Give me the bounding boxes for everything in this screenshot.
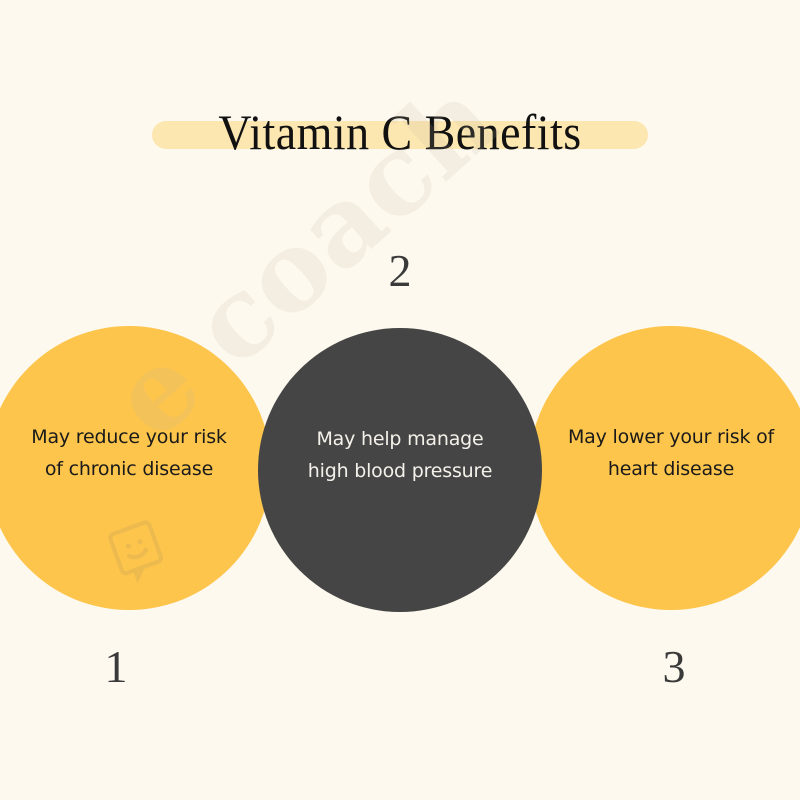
benefit-circle-2: May help manage high blood pressure — [258, 328, 542, 612]
benefit-number-2: 2 — [388, 245, 412, 296]
benefit-circle-3: May lower your risk of heart disease — [529, 326, 800, 610]
page-title: Vitamin C Benefits — [218, 104, 582, 160]
benefit-number-3: 3 — [662, 641, 686, 692]
title-highlight-bar — [152, 121, 648, 149]
benefit-text-2: May help manage high blood pressure — [307, 428, 493, 482]
benefit-text-1: May reduce your risk of chronic disease — [31, 426, 227, 480]
benefit-number-1: 1 — [104, 641, 128, 692]
benefit-text-3: May lower your risk of heart disease — [567, 426, 774, 480]
smiley-note-icon — [108, 520, 164, 584]
benefit-circle-1: May reduce your risk of chronic disease — [0, 326, 271, 610]
